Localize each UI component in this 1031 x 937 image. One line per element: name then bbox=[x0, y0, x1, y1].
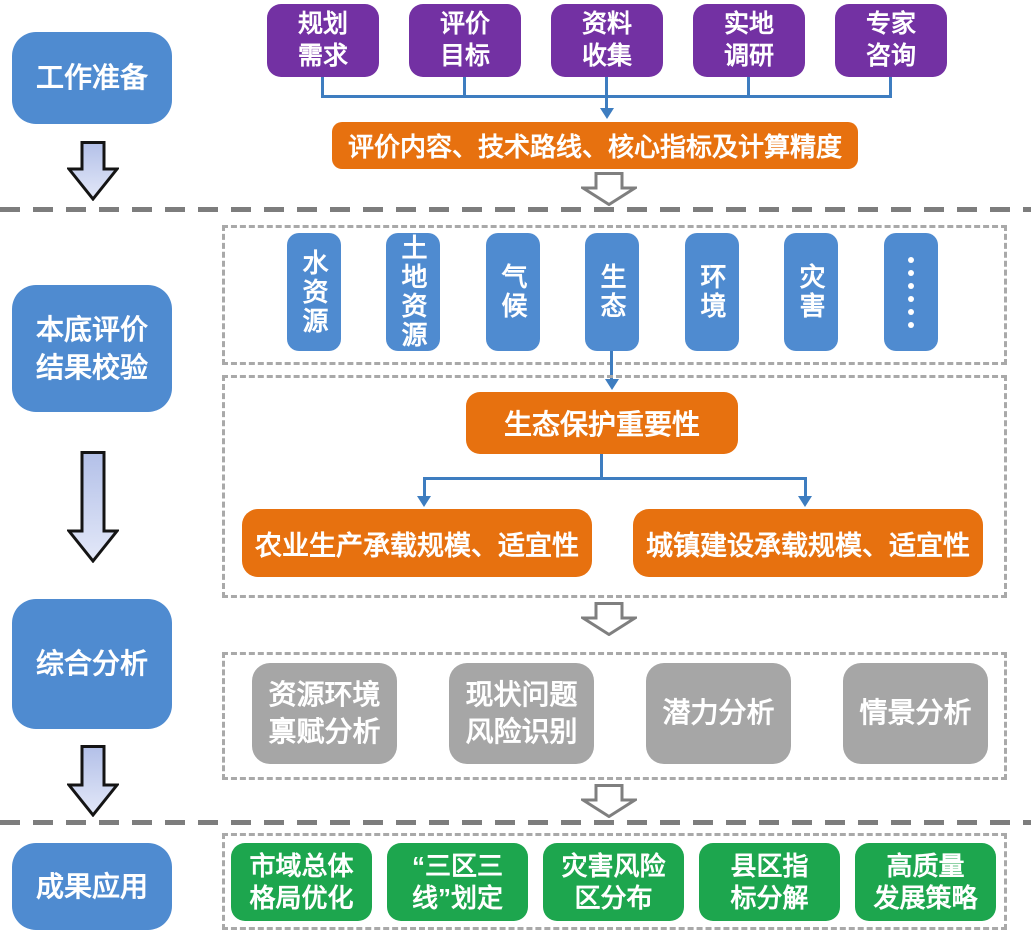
app-overall-pattern: 市域总体 格局优化 bbox=[231, 843, 372, 921]
app-county-indicators: 县区指 标分解 bbox=[699, 843, 840, 921]
app-three-zones-lines: “三区三 线”划定 bbox=[387, 843, 528, 921]
arrowhead-down-icon bbox=[798, 496, 812, 507]
app-high-quality-strategy: 高质量 发展策略 bbox=[855, 843, 996, 921]
input-data-collection: 资料 收集 bbox=[551, 4, 663, 77]
analysis-group-box bbox=[222, 652, 1007, 780]
eco-importance-box: 生态保护重要性 bbox=[466, 392, 738, 454]
flow-arrow-down-icon bbox=[581, 602, 637, 636]
connector-line bbox=[605, 77, 608, 97]
agriculture-carrying-box: 农业生产承载规模、适宜性 bbox=[242, 509, 592, 577]
connector-line bbox=[423, 477, 426, 498]
input-evaluation-goal: 评价 目标 bbox=[409, 4, 521, 77]
connector-line bbox=[321, 77, 324, 97]
input-planning-demand: 规划 需求 bbox=[267, 4, 379, 77]
application-group-box bbox=[222, 833, 1007, 930]
vertical-ellipsis-icon bbox=[884, 233, 938, 351]
carrying-group-box bbox=[222, 375, 1007, 598]
stage-prepare: 工作准备 bbox=[12, 32, 172, 124]
analysis-potential: 潜力分析 bbox=[646, 663, 791, 764]
flow-arrow-down-icon bbox=[581, 172, 637, 206]
factor-climate: 气候 bbox=[486, 233, 540, 351]
stage-baseline-check: 本底评价 结果校验 bbox=[12, 285, 172, 412]
arrowhead-down-icon bbox=[600, 108, 614, 119]
analysis-risk: 现状问题 风险识别 bbox=[449, 663, 594, 764]
phase-divider-line bbox=[0, 207, 1031, 212]
factor-disaster: 灾害 bbox=[784, 233, 838, 351]
connector-line bbox=[463, 77, 466, 97]
stage-arrow-down-icon bbox=[67, 141, 119, 201]
app-disaster-risk-zones: 灾害风险 区分布 bbox=[543, 843, 684, 921]
connector-line bbox=[600, 454, 603, 479]
stage-arrow-down-icon bbox=[67, 745, 119, 817]
input-expert-consult: 专家 咨询 bbox=[835, 4, 947, 77]
stage-arrow-down-icon bbox=[67, 451, 119, 563]
prep-output-box: 评价内容、技术路线、核心指标及计算精度 bbox=[332, 122, 858, 169]
factor-ecology: 生态 bbox=[585, 233, 639, 351]
phase-divider-line bbox=[0, 820, 1031, 825]
factors-group-box bbox=[222, 225, 1007, 365]
factor-water: 水资源 bbox=[287, 233, 341, 351]
analysis-scenario: 情景分析 bbox=[843, 663, 988, 764]
factor-land: 土地资源 bbox=[386, 233, 440, 351]
factor-environment: 环境 bbox=[685, 233, 739, 351]
input-field-survey: 实地 调研 bbox=[693, 4, 805, 77]
connector-line bbox=[804, 477, 807, 498]
flow-arrow-down-icon bbox=[581, 784, 637, 818]
connector-line bbox=[889, 77, 892, 97]
urban-carrying-box: 城镇建设承载规模、适宜性 bbox=[633, 509, 983, 577]
stage-analysis: 综合分析 bbox=[12, 599, 172, 729]
stage-application: 成果应用 bbox=[12, 843, 172, 930]
arrowhead-down-icon bbox=[417, 496, 431, 507]
analysis-endowment: 资源环境 禀赋分析 bbox=[252, 663, 397, 764]
connector-line bbox=[747, 77, 750, 97]
connector-line bbox=[423, 477, 807, 480]
connector-line bbox=[605, 95, 608, 110]
connector-line bbox=[610, 351, 613, 381]
arrowhead-down-icon bbox=[605, 379, 619, 390]
